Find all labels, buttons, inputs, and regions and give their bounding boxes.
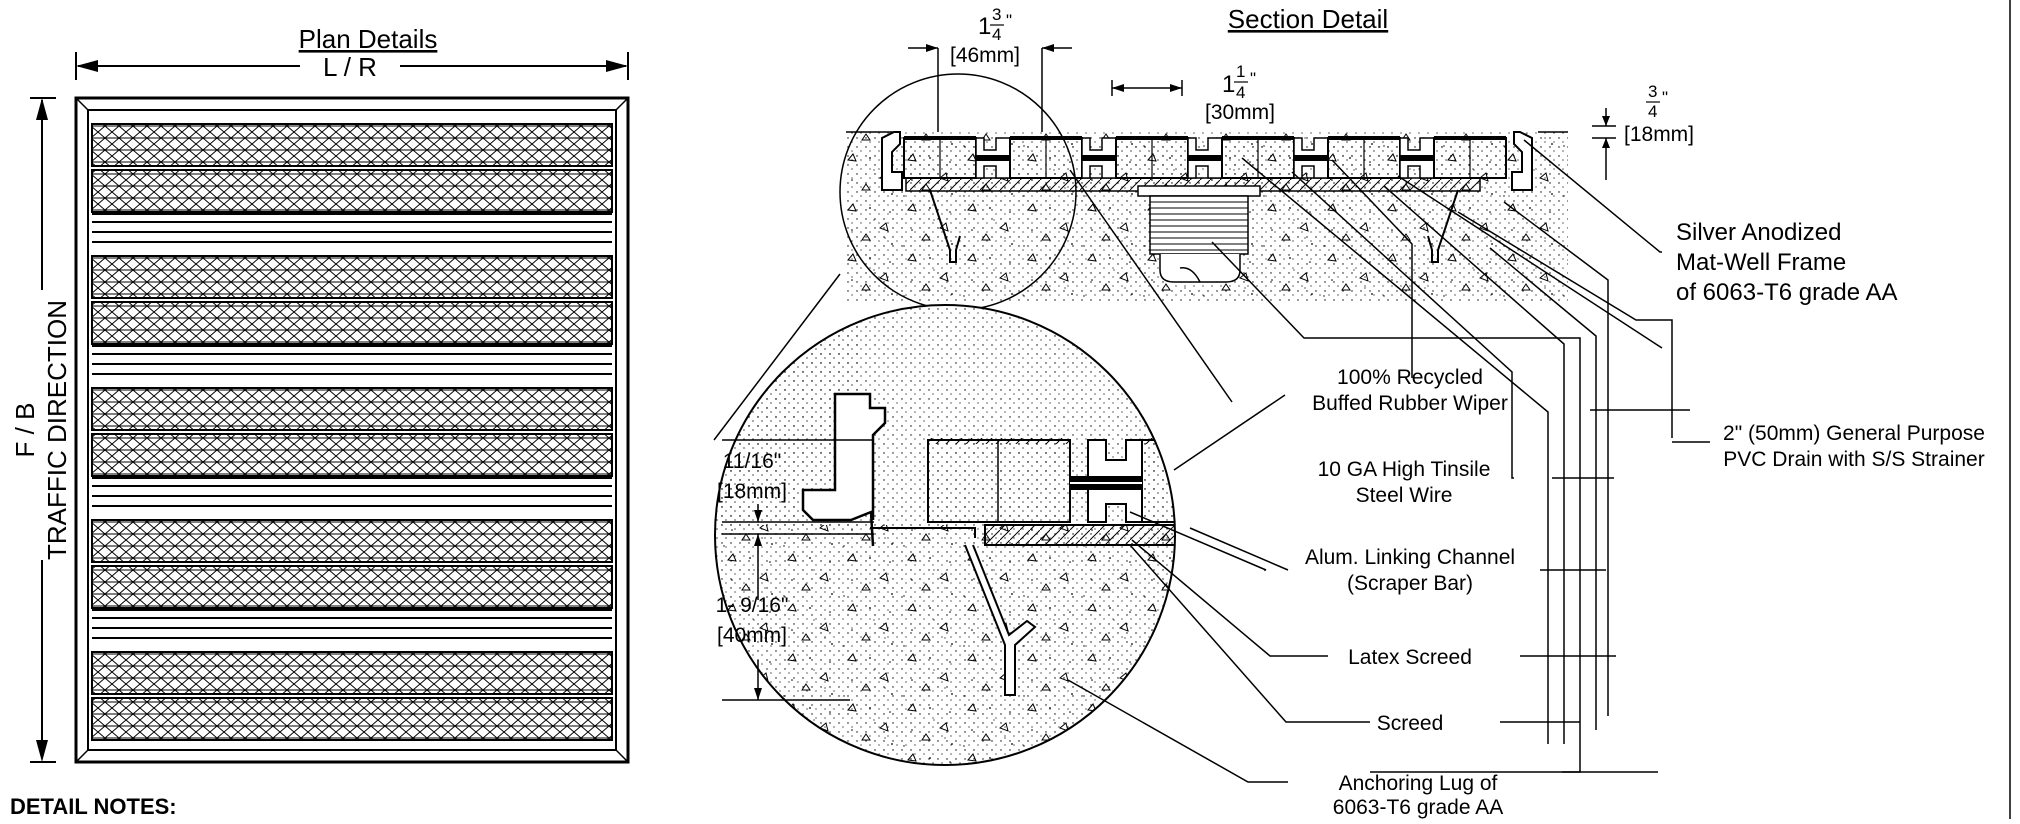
plan-wiper-band: [91, 433, 613, 477]
plan-wiper-band: [91, 565, 613, 609]
detail-notes-heading: DETAIL NOTES:: [10, 794, 177, 819]
svg-text:": ": [1662, 88, 1668, 107]
callout-lug: Anchoring Lug of 6063-T6 grade AA: [1333, 772, 1503, 819]
svg-text:3: 3: [992, 5, 1001, 24]
callout-wiper: 100% Recycled Buffed Rubber Wiper: [1312, 366, 1508, 415]
svg-text:10 GA High Tinsile: 10 GA High Tinsile: [1318, 458, 1491, 481]
dim-b-mm: [40mm]: [717, 624, 787, 647]
plan-wiper-band: [91, 169, 613, 213]
traffic-direction-label: TRAFFIC DIRECTION: [42, 300, 72, 560]
dim-a-inches: 11/16": [723, 450, 781, 473]
svg-text:": ": [1006, 11, 1012, 30]
callout-screed: Screed: [1377, 712, 1444, 735]
plan-width-label: L / R: [323, 52, 377, 82]
svg-text:": ": [1250, 69, 1256, 88]
svg-text:Steel Wire: Steel Wire: [1356, 484, 1453, 507]
plan-wiper-band: [91, 387, 613, 431]
svg-text:3: 3: [1648, 82, 1657, 101]
plan-depth-label: F / B: [10, 403, 40, 458]
dim-detail-left: 11/16" [18mm] 1- 9/16" [40mm]: [716, 439, 874, 701]
plan-mat: [74, 96, 630, 764]
svg-text:1: 1: [1222, 71, 1235, 98]
callout-drain: 2" (50mm) General Purpose PVC Drain with…: [1723, 422, 1985, 471]
callout-wire: 10 GA High Tinsile Steel Wire: [1318, 458, 1491, 507]
callout-channel: Alum. Linking Channel (Scraper Bar): [1305, 546, 1515, 595]
svg-text:[46mm]: [46mm]: [950, 44, 1020, 67]
callout-latex: Latex Screed: [1348, 646, 1472, 669]
svg-text:[18mm]: [18mm]: [1624, 123, 1694, 146]
plan-wiper-band: [91, 123, 613, 167]
svg-text:6063-T6 grade AA: 6063-T6 grade AA: [1333, 796, 1503, 819]
svg-text:Silver Anodized: Silver Anodized: [1676, 219, 1841, 246]
svg-text:1: 1: [978, 13, 991, 40]
plan-wiper-band: [91, 651, 613, 695]
svg-text:2" (50mm) General Purpose: 2" (50mm) General Purpose: [1723, 422, 1985, 445]
svg-text:(Scraper Bar): (Scraper Bar): [1347, 572, 1473, 595]
dim-a-mm: [18mm]: [717, 480, 787, 503]
dim-rubber-width: 1 1 4 " [30mm]: [1111, 62, 1275, 124]
plan-wiper-band: [91, 301, 613, 345]
dim-mat-depth: 3 4 " [18mm]: [1592, 82, 1694, 180]
svg-text:4: 4: [1648, 102, 1657, 121]
svg-text:1: 1: [1236, 62, 1245, 81]
section-strip: [839, 73, 1568, 311]
svg-text:Alum. Linking Channel: Alum. Linking Channel: [1305, 546, 1515, 569]
section-title: Section Detail: [1228, 4, 1388, 34]
svg-text:100% Recycled: 100% Recycled: [1337, 366, 1483, 389]
callout-frame: Silver Anodized Mat-Well Frame of 6063-T…: [1676, 219, 1897, 306]
svg-text:4: 4: [1236, 83, 1245, 102]
svg-text:PVC Drain with S/S Strainer: PVC Drain with S/S Strainer: [1723, 448, 1984, 471]
leader-lines: [1067, 139, 1710, 783]
svg-text:Anchoring Lug of: Anchoring Lug of: [1339, 772, 1498, 795]
plan-wiper-band: [91, 519, 613, 563]
plan-wiper-band: [91, 255, 613, 299]
plan-wiper-band: [91, 697, 613, 741]
svg-text:of 6063-T6 grade AA: of 6063-T6 grade AA: [1676, 279, 1897, 306]
svg-text:Mat-Well Frame: Mat-Well Frame: [1676, 249, 1846, 276]
dim-mat-width: 1 3 4 " [46mm]: [908, 5, 1072, 132]
svg-text:Buffed Rubber Wiper: Buffed Rubber Wiper: [1312, 392, 1508, 415]
drain: [1137, 185, 1261, 283]
svg-text:[30mm]: [30mm]: [1205, 101, 1275, 124]
dim-b-inches: 1- 9/16": [716, 594, 789, 617]
enlarged-detail: [714, 304, 1176, 766]
plan-title: Plan Details: [299, 24, 438, 54]
svg-text:4: 4: [992, 25, 1001, 44]
